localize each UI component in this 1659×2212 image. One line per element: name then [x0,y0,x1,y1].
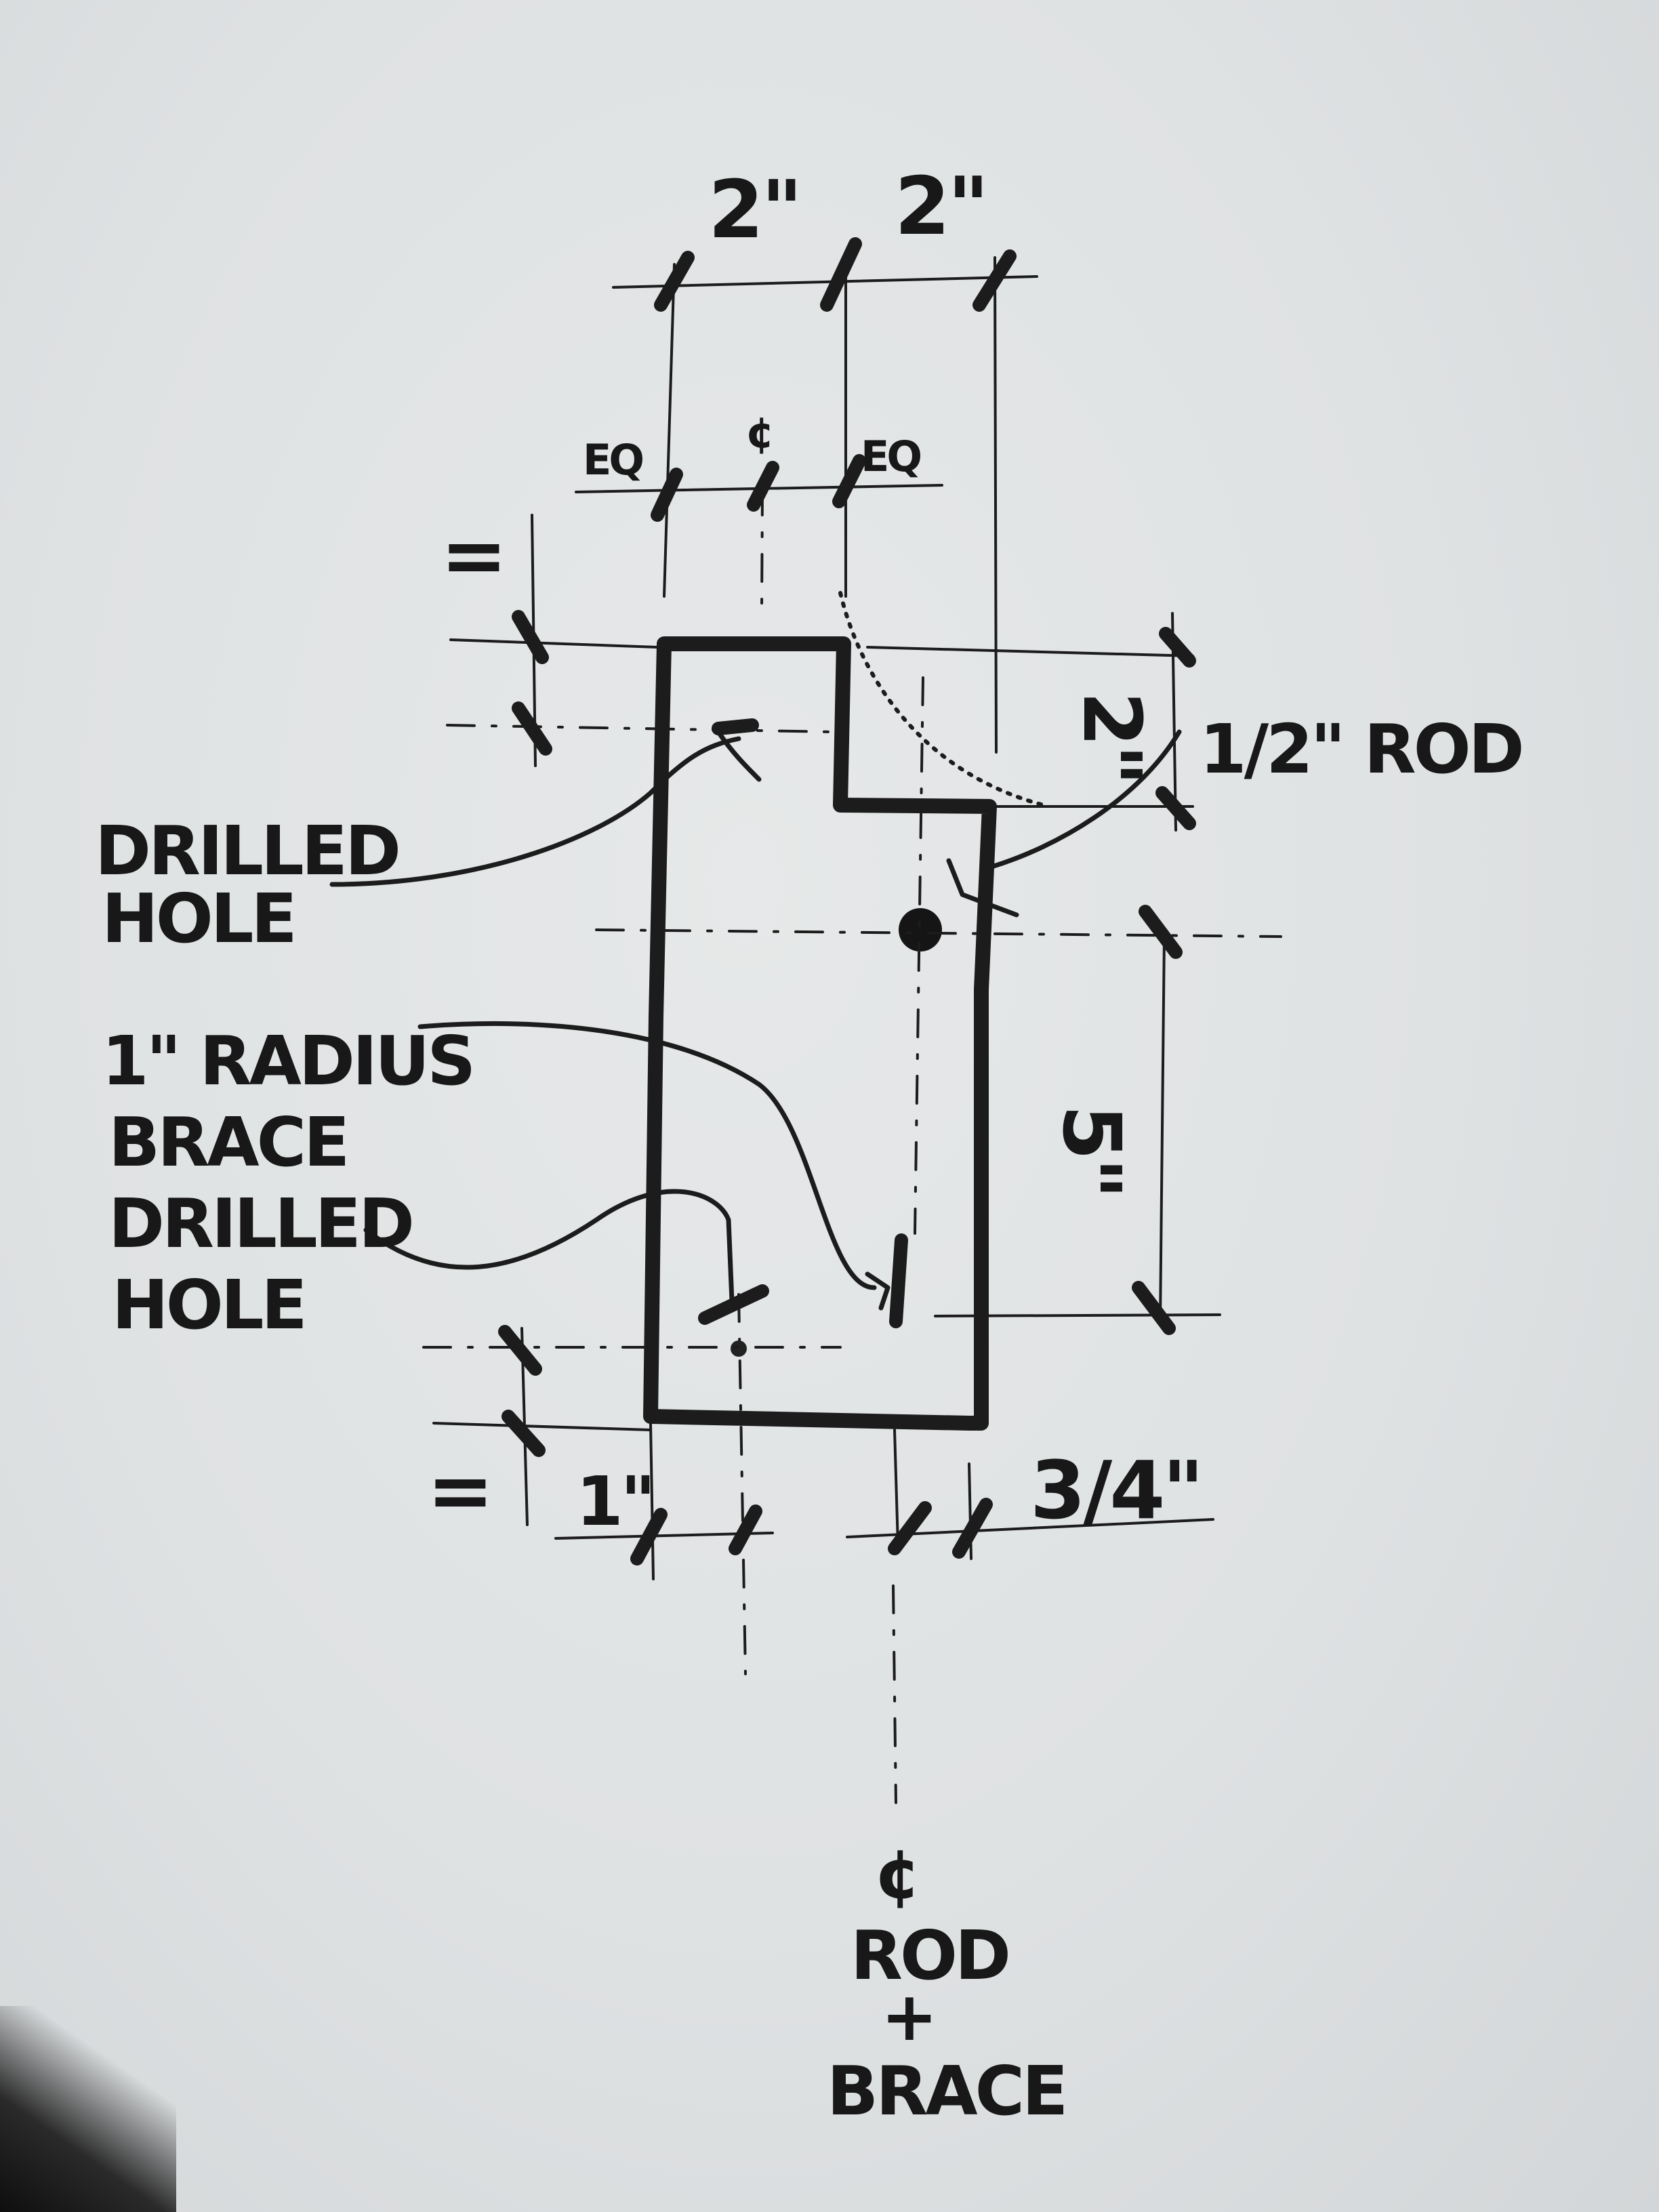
center-mark: ¢ [745,408,772,457]
right-middle-dimension [934,905,1221,1335]
centerline-note-brace: BRACE [827,2051,1065,2131]
dim-right-upper: 2" [1065,691,1159,783]
dim-bottom-left: 1" [576,1462,653,1541]
rod-hole-marker [899,908,942,951]
drilled-hole-top-line2: HOLE [102,879,295,958]
eq-dimension-line [575,454,943,611]
corner-shadow [0,2006,176,2212]
bottom-dimension-line [554,1422,1214,1580]
drilled-hole-top-leader [329,736,741,887]
rod-brace-vertical-centerline [914,676,924,1235]
rod-leader [987,729,1182,870]
top-dimension-line [612,237,1038,754]
centerline-note-plus: + [881,1977,935,2056]
dim-top-left: 2" [708,163,800,256]
rod-horizontal-centerline [595,928,1282,938]
drilled-hole-bottom-line1: DRILLED [108,1184,412,1263]
dim-left-upper: = [441,508,505,602]
radius-arc [838,591,1046,807]
drilled-hole-bottom-leader [363,1189,735,1304]
rod-callout: 1/2" ROD [1200,710,1522,789]
centerline-note-rod: ROD [851,1916,1008,1995]
brace [889,1233,908,1328]
radius-brace-line1: 1" RADIUS [102,1021,473,1101]
left-lower-dimension [422,1325,842,1526]
dim-top-right: 2" [895,159,987,253]
dim-left-lower: = [427,1443,491,1537]
bracket-outline [643,636,997,1431]
dim-eq-right: EQ [861,432,920,481]
dim-right-middle: 5" [1045,1105,1139,1197]
centerline-note-symbol: ¢ [874,1835,919,1914]
drilled-hole-bottom-line2: HOLE [112,1265,305,1345]
radius-brace-line2: BRACE [108,1103,347,1182]
dim-bottom-right: 3/4" [1030,1443,1202,1537]
right-upper-dimension [866,612,1196,832]
drilled-hole-top-line1: DRILLED [95,811,398,890]
dim-eq-left: EQ [583,435,642,485]
left-upper-dimension [446,514,835,767]
radius-brace-leader [417,1021,877,1290]
